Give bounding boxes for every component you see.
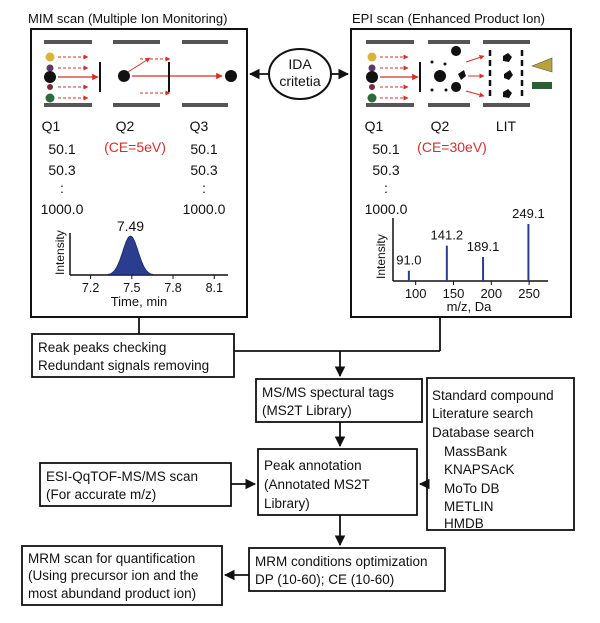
detector-bar-icon bbox=[532, 82, 552, 89]
spectrum-peak-label: 141.2 bbox=[431, 228, 464, 243]
esi-line2: (For accurate m/z) bbox=[46, 487, 156, 502]
mim-y-label: Intensity bbox=[53, 230, 67, 275]
mim-q1-value: 50.3 bbox=[48, 162, 75, 178]
ion-maroon-icon bbox=[369, 84, 375, 90]
mim-q3-label: Q3 bbox=[190, 118, 209, 134]
mrmq-line3: most abundand product ion) bbox=[28, 586, 196, 601]
spectrum-peak-label: 249.1 bbox=[512, 206, 545, 221]
mrmopt-line1: MRM conditions optimization bbox=[255, 554, 428, 569]
peak-line2: (Annotated MS2T bbox=[264, 477, 370, 492]
chromatogram-peak bbox=[107, 235, 154, 275]
epi-lit-label: LIT bbox=[496, 118, 517, 134]
x-tick-label: 150 bbox=[443, 286, 465, 301]
source-item: Database search bbox=[432, 425, 534, 440]
mim-quadrupole-schematic bbox=[44, 40, 237, 107]
mim-title: MIM scan (Multiple Ion Monitoring) bbox=[28, 11, 227, 26]
msms-line2: (MS2T Library) bbox=[262, 403, 352, 418]
detector-arrow-icon bbox=[531, 57, 553, 73]
ion-green-icon bbox=[45, 93, 55, 103]
epi-trap-schematic bbox=[366, 40, 553, 107]
spectrum-peak-label: 189.1 bbox=[467, 239, 500, 254]
mim-q2-label: Q2 bbox=[116, 118, 135, 134]
ion-maroon-icon bbox=[47, 84, 53, 90]
sources-box bbox=[426, 377, 575, 531]
mim-q1-label: Q1 bbox=[42, 118, 61, 134]
mim-ce-label: (CE=5eV) bbox=[104, 139, 166, 155]
x-tick-label: 8.1 bbox=[206, 281, 223, 295]
mim-chromatogram: Intensity Time, min 7.49 7.2 7.5 7.8 8.1 bbox=[53, 218, 228, 309]
esi-line1: ESI-QqTOF-MS/MS scan bbox=[46, 469, 198, 484]
source-item: Literature search bbox=[432, 406, 533, 421]
mim-q1-value: 50.1 bbox=[48, 141, 75, 157]
reak-line1: Reak peaks checking bbox=[38, 340, 166, 355]
reak-peaks-box bbox=[31, 333, 235, 378]
mrmopt-line2: DP (10-60); CE (10-60) bbox=[255, 572, 394, 587]
reak-line2: Redundant signals removing bbox=[38, 358, 209, 373]
x-tick-label: 250 bbox=[518, 286, 540, 301]
database-item: HMDB bbox=[444, 516, 484, 531]
epi-title: EPI scan (Enhanced Product Ion) bbox=[352, 11, 545, 26]
x-tick-label: 100 bbox=[405, 286, 427, 301]
x-tick-label: 200 bbox=[480, 286, 502, 301]
database-item: KNAPSAcK bbox=[444, 462, 515, 477]
ion-green-icon bbox=[367, 93, 377, 103]
epi-q1-value: 1000.0 bbox=[365, 201, 408, 217]
ion-yellow-icon bbox=[45, 52, 55, 62]
database-item: MassBank bbox=[444, 444, 507, 459]
ion-purple-icon bbox=[46, 64, 54, 72]
mim-q3-value: 50.3 bbox=[190, 162, 217, 178]
mim-x-label: Time, min bbox=[111, 294, 168, 309]
epi-q2-label: Q2 bbox=[431, 118, 450, 134]
peak-label: 7.49 bbox=[117, 218, 144, 234]
mim-q1-value: 1000.0 bbox=[41, 201, 84, 217]
esi-qqtof-box bbox=[39, 462, 232, 507]
epi-x-label: m/z, Da bbox=[447, 299, 493, 314]
msms-tags-box bbox=[255, 378, 423, 423]
x-tick-label: 7.8 bbox=[164, 281, 181, 295]
epi-q1-label: Q1 bbox=[365, 118, 384, 134]
mim-q3-value: 50.1 bbox=[190, 141, 217, 157]
ida-criteria-ellipse bbox=[268, 48, 332, 100]
ion-purple-icon bbox=[368, 64, 376, 72]
msms-line1: MS/MS spectural tags bbox=[262, 385, 394, 400]
ida-line2: critetia bbox=[279, 73, 320, 89]
mrmq-line1: MRM scan for quantification bbox=[28, 551, 195, 566]
epi-q1-value: 50.3 bbox=[372, 162, 399, 178]
database-item: METLIN bbox=[444, 499, 494, 514]
mim-q3-value: : bbox=[202, 180, 206, 196]
epi-y-label: Intensity bbox=[374, 234, 388, 279]
epi-ce-label: (CE=30eV) bbox=[417, 139, 487, 155]
epi-panel bbox=[350, 28, 572, 318]
peak-line3: Library) bbox=[264, 496, 310, 511]
ion-black-icon bbox=[44, 71, 56, 83]
peak-annotation-box bbox=[257, 448, 418, 516]
ion-yellow-icon bbox=[367, 52, 377, 62]
mrm-optimization-box bbox=[248, 547, 446, 592]
x-tick-label: 7.2 bbox=[82, 281, 99, 295]
spectrum-peak-label: 91.0 bbox=[396, 253, 421, 268]
mim-q1-value: : bbox=[60, 180, 64, 196]
mrmq-line2: (Using precursor ion and the bbox=[28, 568, 198, 583]
epi-q1-value: 50.1 bbox=[372, 141, 399, 157]
epi-q1-value: : bbox=[384, 180, 388, 196]
x-tick-label: 7.5 bbox=[123, 281, 140, 295]
peak-line1: Peak annotation bbox=[264, 458, 362, 473]
database-item: MoTo DB bbox=[444, 481, 500, 496]
ion-black-icon bbox=[366, 71, 378, 83]
mim-q3-value: 1000.0 bbox=[183, 201, 226, 217]
ida-line1: IDA bbox=[288, 56, 312, 72]
mrm-quantification-box bbox=[21, 545, 223, 606]
source-item: Standard compound bbox=[432, 388, 554, 403]
